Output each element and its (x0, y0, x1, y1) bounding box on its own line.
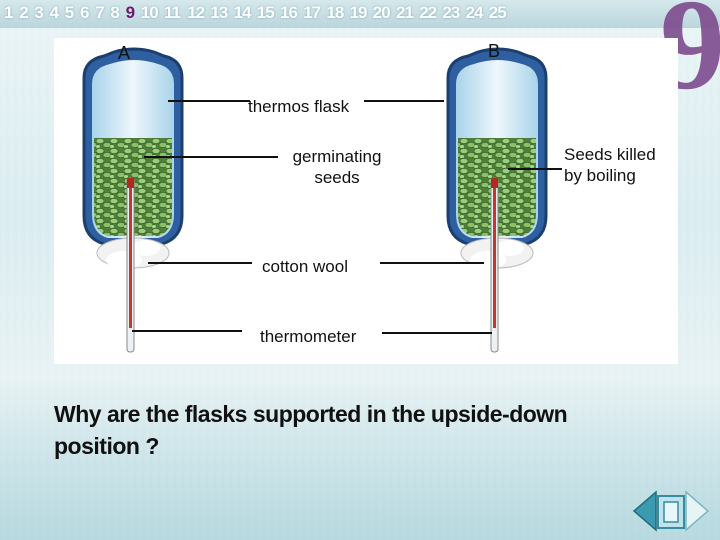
slide-link-15[interactable]: 15 (256, 3, 275, 22)
slide-link-6[interactable]: 6 (80, 3, 90, 22)
thermos-pointer-b (364, 100, 444, 102)
flask-b (446, 47, 548, 353)
slide-link-3[interactable]: 3 (34, 3, 44, 22)
slide-link-4[interactable]: 4 (49, 3, 60, 22)
slide-link-24[interactable]: 24 (465, 3, 484, 22)
slide-link-25[interactable]: 25 (488, 3, 507, 22)
slide-link-21[interactable]: 21 (396, 3, 414, 22)
thermometer-label: thermometer (260, 327, 357, 346)
slide-link-13[interactable]: 13 (210, 3, 228, 22)
cotton-wool-pointer-a (148, 262, 252, 264)
background-band (0, 380, 720, 540)
flask-a (82, 47, 184, 353)
slide-link-8[interactable]: 8 (110, 3, 120, 22)
slide-link-1[interactable]: 1 (4, 3, 14, 22)
seeds-killed-pointer (508, 168, 562, 170)
seeds-killed-label: Seeds killed by boiling (564, 145, 656, 186)
slide-link-10[interactable]: 10 (140, 3, 159, 22)
slide-link-23[interactable]: 23 (442, 3, 460, 22)
slide-link-20[interactable]: 20 (372, 3, 391, 22)
slide-link-9[interactable]: 9 (125, 3, 136, 22)
arrow-icon (632, 490, 710, 532)
next-slide-button[interactable] (630, 488, 710, 534)
slide-link-11[interactable]: 11 (164, 3, 181, 22)
cotton-wool-pointer-b (380, 262, 484, 264)
flask-a-label: A (118, 43, 131, 63)
slide-link-17[interactable]: 17 (303, 3, 321, 22)
question-text: Why are the flasks supported in the upsi… (54, 401, 568, 460)
slide-link-22[interactable]: 22 (419, 3, 437, 22)
flask-b-label: B (488, 41, 501, 61)
germinating-seeds-pointer (144, 156, 278, 158)
thermos-flask-label: thermos flask (248, 97, 350, 116)
cotton-wool-label: cotton wool (262, 257, 348, 276)
slide-link-19[interactable]: 19 (349, 3, 368, 22)
diagram-panel: A B thermos flask germinating seeds Seed… (54, 38, 678, 364)
slide-link-7[interactable]: 7 (95, 3, 105, 22)
thermometer-pointer-b (382, 332, 492, 334)
germinating-seeds-label: germinating seeds (292, 147, 382, 188)
slide-link-16[interactable]: 16 (280, 3, 298, 22)
thermos-pointer-a (168, 100, 250, 102)
thermometer-pointer-a (132, 330, 242, 332)
slide-link-18[interactable]: 18 (326, 3, 344, 22)
slide-link-2[interactable]: 2 (19, 3, 29, 22)
slide-link-12[interactable]: 12 (187, 3, 205, 22)
slide-link-5[interactable]: 5 (64, 3, 75, 22)
slide-link-14[interactable]: 14 (233, 3, 252, 22)
flask-diagram (82, 47, 548, 353)
